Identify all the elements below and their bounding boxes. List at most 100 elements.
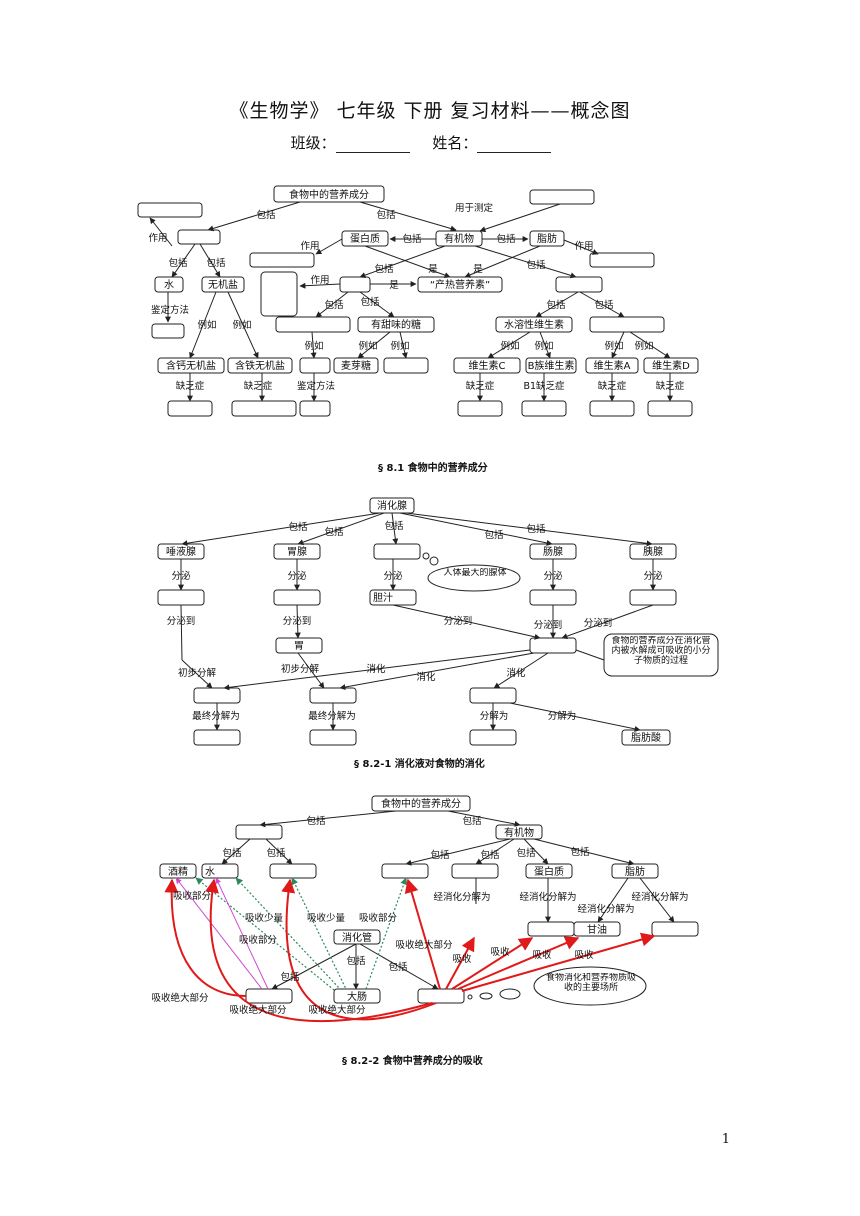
- concept-label: 包括: [280, 971, 300, 983]
- concept-label: 是: [473, 264, 483, 275]
- concept-label: 包括: [546, 299, 566, 311]
- concept-label: 包括: [324, 299, 344, 311]
- f3-blank-box[interactable]: [451, 863, 499, 879]
- concept-label: 脂肪: [537, 232, 557, 245]
- f1-blank-box[interactable]: [383, 357, 429, 374]
- concept-node: [495, 316, 573, 333]
- concept-node: [529, 230, 565, 247]
- concept-label: 经消化分解为: [519, 891, 576, 903]
- concept-label: 有机物: [504, 826, 534, 839]
- concept-label: 经消化分解为: [577, 903, 634, 915]
- f2-bubble-text: 人体最大的腺体: [443, 568, 507, 578]
- f1-blank-box[interactable]: [299, 400, 331, 417]
- f1-blank-box[interactable]: [299, 357, 331, 374]
- f3-blank-box[interactable]: [269, 863, 317, 879]
- concept-label: 分泌: [383, 570, 403, 582]
- f2-blank-box[interactable]: [273, 589, 321, 606]
- page-number: 1: [721, 1132, 730, 1147]
- concept-label: 最终分解为: [308, 710, 356, 722]
- concept-label: 例如: [390, 340, 409, 352]
- f2-blank-box[interactable]: [373, 543, 421, 560]
- f1-blank-box[interactable]: [137, 202, 203, 218]
- f3-blank-box[interactable]: [381, 863, 429, 879]
- figure1-concept-map: 食物中的营养成分 蛋白质 有机物 脂肪 水 无机盐 “产热营养素” 有甜味的糖 …: [137, 185, 699, 417]
- f1-blank-box[interactable]: [339, 276, 371, 293]
- class-blank[interactable]: [335, 138, 410, 153]
- concept-label: 包括: [374, 263, 394, 275]
- f2-blank-box[interactable]: [193, 729, 241, 746]
- f2-blank-box[interactable]: [629, 589, 677, 606]
- f1-root-label: 食物中的营养成分: [289, 188, 369, 201]
- concept-label: 胰腺: [643, 545, 663, 558]
- concept-node: [154, 276, 184, 293]
- f2-blank-box[interactable]: [157, 589, 205, 606]
- class-label: 班级：: [290, 134, 336, 152]
- concept-label: 缺乏症: [466, 380, 495, 392]
- concept-label: 食物中的营养成分: [381, 797, 461, 810]
- concept-label: 消化: [506, 667, 526, 679]
- f1-blank-box[interactable]: [529, 189, 595, 205]
- f1-blank-box[interactable]: [249, 252, 315, 268]
- concept-label: 经消化分解为: [631, 891, 688, 903]
- f1-blank-box[interactable]: [151, 323, 185, 339]
- concept-label: 含铁无机盐: [235, 359, 285, 372]
- concept-label: 包括: [570, 846, 590, 858]
- f3-blank-box[interactable]: [245, 988, 293, 1004]
- concept-label: 包括: [266, 847, 286, 859]
- concept-label: 例如: [634, 340, 653, 352]
- concept-label: 蛋白质: [350, 232, 380, 245]
- concept-label: 包括: [484, 529, 504, 541]
- concept-label: 包括: [384, 520, 404, 532]
- f1-blank-box[interactable]: [555, 276, 603, 293]
- f1-blank-box[interactable]: [231, 400, 297, 417]
- concept-label: 例如: [304, 340, 323, 352]
- concept-label: 吸收绝大部分: [151, 992, 209, 1004]
- f1-blank-box[interactable]: [275, 316, 351, 333]
- f1-blank-box[interactable]: [457, 400, 503, 417]
- concept-label: 作用: [310, 274, 329, 286]
- concept-label: 最终分解为: [192, 710, 240, 722]
- f1-blank-box[interactable]: [589, 400, 635, 417]
- concept-label: 分泌: [287, 570, 307, 582]
- f1-blank-box[interactable]: [589, 316, 665, 333]
- concept-label: B族维生素: [528, 359, 575, 372]
- concept-label: 初步分解: [281, 663, 320, 675]
- concept-label: 维生素A: [594, 359, 631, 372]
- concept-label: 包括: [256, 209, 276, 221]
- concept-label: 肠腺: [543, 545, 563, 558]
- concept-label: 包括: [594, 299, 614, 311]
- concept-label: 吸收绝大部分: [229, 1004, 287, 1016]
- f1-blank-box[interactable]: [177, 229, 221, 245]
- concept-label: 包括: [496, 233, 516, 245]
- f1-blank-box[interactable]: [260, 271, 298, 317]
- concept-label: 缺乏症: [244, 380, 273, 392]
- figure2-concept-map: 消化腺 唾液腺 胃腺 肠腺 胰腺 胆汁 胃 脂肪酸 包括 包括 包括 包括 包括…: [157, 497, 719, 746]
- f3-bubble-text: 食物消化和营养物质吸收的主要场所: [546, 973, 636, 993]
- f1-blank-box[interactable]: [167, 400, 213, 417]
- concept-label: 吸收少量: [307, 912, 346, 924]
- f3-blank-box[interactable]: [651, 921, 699, 937]
- concept-label: 包括: [462, 815, 482, 827]
- f3-blank-box[interactable]: [235, 824, 283, 840]
- f2-blank-box[interactable]: [193, 687, 241, 704]
- concept-label: 作用: [148, 232, 167, 244]
- f3-blank-box[interactable]: [527, 921, 575, 937]
- f2-blank-box[interactable]: [529, 637, 577, 654]
- f2-blank-box[interactable]: [529, 589, 577, 606]
- concept-label: 包括: [222, 847, 242, 859]
- concept-label: 消化: [366, 663, 386, 675]
- f2-blank-box[interactable]: [469, 687, 517, 704]
- concept-node: [273, 185, 385, 203]
- f2-blank-box[interactable]: [309, 687, 357, 704]
- f2-blank-box[interactable]: [309, 729, 357, 746]
- name-blank[interactable]: [477, 138, 552, 153]
- f1-blank-box[interactable]: [521, 400, 567, 417]
- f2-blank-box[interactable]: [469, 729, 517, 746]
- concept-label: 麦芽糖: [341, 359, 371, 372]
- f1-blank-box[interactable]: [589, 252, 655, 268]
- concept-label: 有甜味的糖: [371, 318, 421, 331]
- concept-label: 用于测定: [455, 202, 494, 214]
- f3-blank-box[interactable]: [417, 988, 465, 1004]
- f1-blank-box[interactable]: [647, 400, 693, 417]
- concept-label: 包括: [430, 849, 450, 861]
